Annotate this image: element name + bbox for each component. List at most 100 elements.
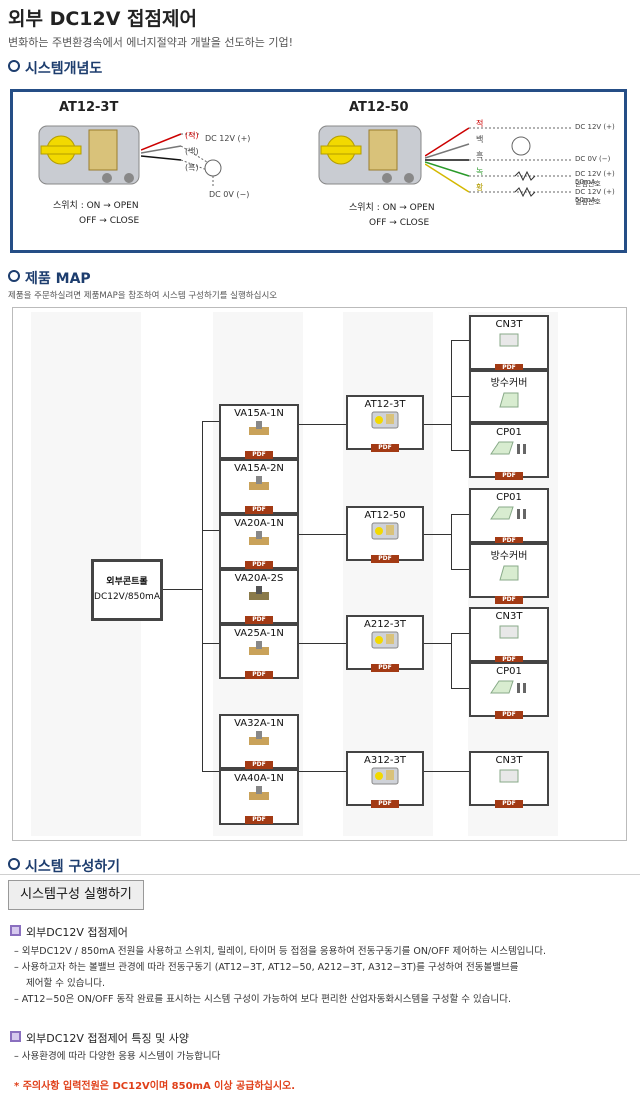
actuator-icon bbox=[371, 631, 399, 649]
cable-part-icon bbox=[490, 441, 526, 455]
valve-node[interactable]: VA20A-1N PDF bbox=[219, 514, 299, 569]
product-map: 외부콘트롤 DC12V/850mA VA15A-1N PDF VA15A-2N … bbox=[12, 307, 627, 841]
pdf-download-icon[interactable]: PDF bbox=[245, 671, 273, 679]
ball-valve-icon bbox=[249, 421, 269, 435]
accessory-label: CP01 bbox=[496, 427, 522, 438]
actuator-node[interactable]: A312-3T PDF bbox=[346, 751, 424, 808]
controller-box[interactable]: 외부콘트롤 DC12V/850mA bbox=[91, 559, 163, 621]
pdf-download-icon[interactable]: PDF bbox=[245, 451, 273, 459]
actuator-icon bbox=[371, 411, 399, 429]
switch-desc-right-1: 스위치 : ON → OPEN bbox=[349, 203, 435, 213]
actuator-node[interactable]: A212-3T PDF bbox=[346, 615, 424, 672]
accessory-node[interactable]: CP01 PDF bbox=[469, 423, 549, 480]
actuator-label: AT12-3T bbox=[364, 399, 406, 410]
pdf-download-icon[interactable]: PDF bbox=[495, 537, 523, 545]
run-system-button[interactable]: 시스템구성 실행하기 bbox=[8, 880, 144, 910]
pdf-download-icon[interactable]: PDF bbox=[495, 596, 523, 604]
item1-line: – AT12−50은 ON/OFF 동작 완료를 표시하는 시스템 구성이 가능… bbox=[14, 994, 512, 1005]
accessory-node[interactable]: CN3T PDF bbox=[469, 751, 549, 808]
actuator-label: AT12-50 bbox=[364, 510, 406, 521]
signal-close-1: DC 12V (+) 50mA bbox=[575, 170, 615, 186]
actuator-unit-icon bbox=[38, 125, 140, 185]
switch-desc-right-2: OFF → CLOSE bbox=[369, 218, 430, 228]
actuator-icon bbox=[371, 767, 399, 785]
accessory-label: CP01 bbox=[496, 492, 522, 503]
accessory-label: CN3T bbox=[495, 611, 523, 622]
pdf-download-icon[interactable]: PDF bbox=[245, 816, 273, 824]
accessory-label: 방수커버 bbox=[490, 551, 528, 562]
connector-icon bbox=[499, 769, 519, 783]
ring-icon bbox=[8, 270, 20, 282]
signal-open-2: 열림신호 bbox=[575, 198, 601, 206]
accessory-node[interactable]: CN3T PDF bbox=[469, 315, 549, 372]
connector-icon bbox=[499, 625, 519, 639]
pdf-download-icon[interactable]: PDF bbox=[495, 800, 523, 808]
pdf-download-icon[interactable]: PDF bbox=[495, 364, 523, 372]
cover-icon bbox=[499, 565, 519, 581]
accessory-label: CP01 bbox=[496, 666, 522, 677]
warning-note: * 주의사항 입력전원은 DC12V이며 850mA 이상 공급하십시오. bbox=[14, 1081, 296, 1092]
valve-node[interactable]: VA25A-1N PDF bbox=[219, 624, 299, 679]
page-subtitle: 변화하는 주변환경속에서 에너지절약과 개발을 선도하는 기업! bbox=[8, 36, 294, 49]
accessory-node[interactable]: CN3T PDF bbox=[469, 607, 549, 664]
pdf-download-icon[interactable]: PDF bbox=[245, 761, 273, 769]
accessory-node[interactable]: 방수커버 PDF bbox=[469, 370, 549, 431]
item2-description: – 사용환경에 따라 다양한 응용 시스템이 가능합니다 bbox=[14, 1051, 221, 1062]
pdf-download-icon[interactable]: PDF bbox=[495, 472, 523, 480]
actuator-label: A212-3T bbox=[363, 619, 406, 630]
pdf-download-icon[interactable]: PDF bbox=[245, 616, 273, 624]
valve-node[interactable]: VA40A-1N PDF bbox=[219, 769, 299, 825]
pdf-download-icon[interactable]: PDF bbox=[495, 656, 523, 664]
wire-label-yellow-right: 황 bbox=[476, 183, 484, 192]
section-heading-map: 제품 MAP bbox=[8, 268, 91, 288]
actuator-node[interactable]: AT12-50 PDF bbox=[346, 506, 424, 563]
accessory-label: CN3T bbox=[495, 755, 523, 766]
pdf-download-icon[interactable]: PDF bbox=[371, 664, 399, 672]
pdf-download-icon[interactable]: PDF bbox=[371, 444, 399, 452]
pdf-download-icon[interactable]: PDF bbox=[245, 506, 273, 514]
valve-label: VA20A-2S bbox=[234, 573, 284, 584]
ring-icon bbox=[8, 858, 20, 870]
ring-icon bbox=[8, 60, 20, 72]
actuator-icon bbox=[371, 522, 399, 540]
pdf-download-icon[interactable]: PDF bbox=[371, 800, 399, 808]
valve-node[interactable]: VA20A-2S PDF bbox=[219, 569, 299, 624]
pdf-download-icon[interactable]: PDF bbox=[495, 711, 523, 719]
wire-label-white-left: (백) bbox=[185, 147, 199, 156]
item1-line: – 외부DC12V / 850mA 전원을 사용하고 스위치, 릴레이, 타이머… bbox=[14, 946, 546, 957]
ball-valve-icon bbox=[249, 731, 269, 745]
accessory-node[interactable]: CP01 PDF bbox=[469, 662, 549, 719]
wiring-left-icon bbox=[141, 133, 222, 188]
item2-title: 외부DC12V 접점제어 특징 및 사양 bbox=[10, 1030, 189, 1046]
accessory-node[interactable]: CP01 PDF bbox=[469, 488, 549, 545]
pdf-download-icon[interactable]: PDF bbox=[245, 561, 273, 569]
dc-plus-right: DC 12V (+) bbox=[575, 123, 615, 131]
wire-label-white-right: 백 bbox=[476, 135, 484, 144]
signal-open-1: DC 12V (+) 50mA bbox=[575, 188, 615, 204]
actuator-unit-icon bbox=[318, 125, 422, 185]
dc-plus-left: DC 12V (+) bbox=[205, 134, 251, 143]
valve-node[interactable]: VA32A-1N PDF bbox=[219, 714, 299, 769]
switch-desc-left-2: OFF → CLOSE bbox=[79, 216, 140, 226]
wiring-right-icon bbox=[425, 127, 571, 198]
connector-icon bbox=[499, 333, 519, 347]
switch-desc-left-1: 스위치 : ON → OPEN bbox=[53, 201, 139, 211]
ball-valve-icon bbox=[249, 531, 269, 545]
wire-label-green-right: 녹 bbox=[476, 167, 484, 176]
item1-line: – 사용하고자 하는 볼밸브 관경에 따라 전동구동기 (AT12−3T, AT… bbox=[14, 962, 519, 973]
valve-label: VA25A-1N bbox=[234, 628, 284, 639]
controller-label-2: DC12V/850mA bbox=[94, 592, 160, 602]
model-title-left: AT12-3T bbox=[59, 100, 119, 115]
square-bullet-icon bbox=[10, 925, 21, 936]
valve-node[interactable]: VA15A-1N PDF bbox=[219, 404, 299, 459]
valve-label: VA15A-1N bbox=[234, 408, 284, 419]
valve-node[interactable]: VA15A-2N PDF bbox=[219, 459, 299, 514]
ball-valve-icon bbox=[249, 476, 269, 490]
accessory-node[interactable]: 방수커버 PDF bbox=[469, 543, 549, 604]
cover-icon bbox=[499, 392, 519, 408]
pdf-download-icon[interactable]: PDF bbox=[371, 555, 399, 563]
ball-valve-icon bbox=[249, 786, 269, 800]
actuator-node[interactable]: AT12-3T PDF bbox=[346, 395, 424, 452]
accessory-label: 방수커버 bbox=[490, 378, 528, 389]
model-title-right: AT12-50 bbox=[349, 100, 409, 115]
